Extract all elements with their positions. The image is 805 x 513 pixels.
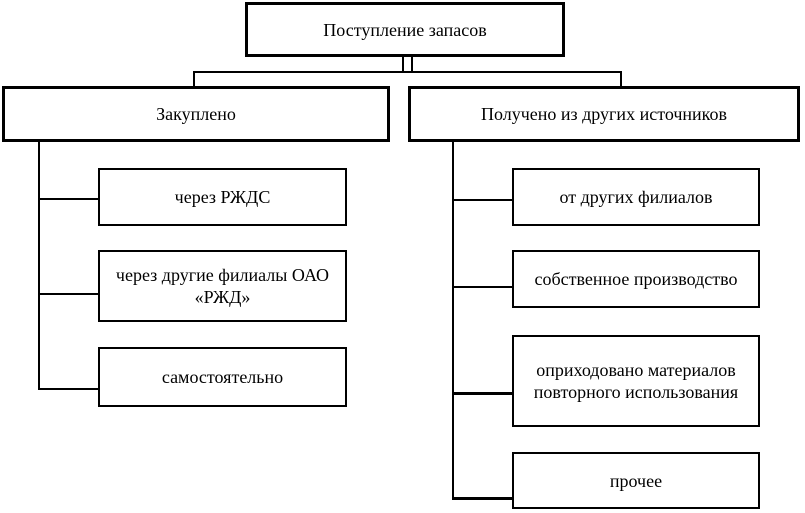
node-other-label: прочее [609, 470, 663, 491]
node-via-rzds-label: через РЖДС [174, 187, 271, 207]
node-received-from-other-sources-label: Получено из других источников [480, 104, 728, 124]
node-via-other-rzd-branches-label: через другие филиалы ОАО «РЖД» [115, 265, 330, 307]
connector-root-horizontal [193, 71, 622, 73]
node-inventory-receipt: Поступление запасов [245, 2, 565, 57]
node-recycled-materials: оприходовано материалов повторного испол… [512, 335, 760, 427]
node-recycled-materials-label: оприходовано материалов повторного испол… [533, 360, 739, 402]
node-other: прочее [512, 452, 760, 509]
connector-branch-other [452, 497, 512, 500]
node-independently: самостоятельно [98, 347, 347, 407]
node-independently-label: самостоятельно [161, 367, 284, 387]
connector-root-stem-left [402, 57, 404, 73]
connector-branch-independently [38, 388, 98, 390]
node-from-other-branches-label: от других филиалов [559, 187, 713, 207]
connector-purchased-trunk [38, 142, 40, 390]
connector-other-sources-trunk [452, 142, 454, 500]
node-own-production-label: собственное производство [534, 269, 738, 289]
node-inventory-receipt-label: Поступление запасов [323, 19, 487, 40]
node-via-rzds: через РЖДС [98, 168, 347, 226]
connector-branch-from-other-branches [452, 199, 512, 201]
node-purchased: Закуплено [2, 86, 390, 142]
node-via-other-rzd-branches: через другие филиалы ОАО «РЖД» [98, 250, 347, 322]
connector-drop-to-other-sources [620, 71, 622, 86]
connector-branch-own-production [452, 286, 512, 288]
node-from-other-branches: от других филиалов [512, 168, 760, 226]
node-purchased-label: Закуплено [156, 104, 236, 124]
connector-branch-recycled-materials [452, 392, 512, 395]
connector-root-stem-right [411, 57, 413, 73]
node-own-production: собственное производство [512, 250, 760, 308]
connector-branch-via-rzds [38, 198, 98, 200]
connector-branch-via-other-branches [38, 293, 98, 295]
connector-drop-to-purchased [193, 71, 195, 86]
node-received-from-other-sources: Получено из других источников [408, 86, 800, 142]
